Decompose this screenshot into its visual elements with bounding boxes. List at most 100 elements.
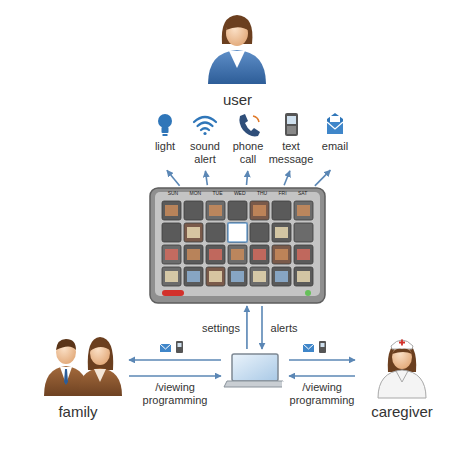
pill-cell bbox=[162, 245, 181, 264]
phone-icon bbox=[239, 114, 260, 136]
pill-cell bbox=[162, 267, 181, 286]
flow-arrow bbox=[284, 171, 290, 185]
pill-cell bbox=[228, 245, 247, 264]
caregiver-node: caregiver bbox=[358, 334, 446, 422]
edge-label: /viewing programming bbox=[135, 381, 215, 406]
node-label: text message bbox=[264, 140, 318, 165]
pill-picture bbox=[297, 205, 310, 216]
day-label: FRI bbox=[278, 191, 286, 196]
node-label: phone call bbox=[223, 140, 273, 165]
day-label: SAT bbox=[298, 191, 307, 196]
user-figure bbox=[208, 15, 266, 84]
pill-cell bbox=[272, 245, 291, 264]
pill-picture bbox=[253, 205, 266, 216]
day-label: SUN bbox=[168, 191, 179, 196]
pill-picture bbox=[297, 271, 310, 282]
pill-dispenser bbox=[150, 188, 325, 303]
mobile-icon bbox=[285, 113, 298, 136]
pill-picture bbox=[253, 271, 266, 282]
pill-picture bbox=[187, 249, 200, 260]
pill-cell bbox=[294, 245, 313, 264]
light-icon bbox=[158, 114, 172, 136]
pill-cell bbox=[206, 267, 225, 286]
output-channel: text message bbox=[264, 112, 318, 168]
pill-picture bbox=[231, 249, 244, 260]
pill-picture bbox=[209, 271, 222, 282]
pill-picture bbox=[165, 249, 178, 260]
family-node: family bbox=[30, 334, 126, 422]
edge-label: /viewing programming bbox=[282, 381, 362, 406]
flow-arrow bbox=[261, 306, 263, 349]
pill-dispenser-box: SUN MON TUE WED THU FRI SAT bbox=[150, 188, 325, 303]
output-channel: email bbox=[310, 112, 360, 168]
node-label: email bbox=[322, 140, 348, 153]
output-channel: light bbox=[140, 112, 190, 168]
sound-icon bbox=[194, 117, 216, 135]
pill-cell bbox=[184, 245, 203, 264]
pill-picture bbox=[165, 271, 178, 282]
pill-cell bbox=[228, 223, 247, 242]
pill-picture bbox=[209, 205, 222, 216]
pill-cell bbox=[272, 223, 291, 242]
pill-cell bbox=[162, 223, 181, 242]
edge-label: alerts bbox=[269, 321, 300, 334]
pill-cell bbox=[206, 223, 225, 242]
flow-arrow bbox=[289, 375, 355, 377]
user-node: user bbox=[195, 6, 280, 110]
pill-cell bbox=[184, 267, 203, 286]
pill-picture bbox=[253, 249, 266, 260]
edge-label: settings bbox=[200, 321, 242, 334]
node-label: family bbox=[58, 403, 97, 420]
day-label: THU bbox=[257, 191, 267, 196]
pill-picture bbox=[209, 249, 222, 260]
pill-cell bbox=[162, 201, 181, 220]
pill-cell bbox=[250, 223, 269, 242]
laptop-box bbox=[224, 352, 286, 388]
pill-cell bbox=[294, 223, 313, 242]
pill-picture bbox=[231, 271, 244, 282]
message-icons bbox=[160, 341, 326, 353]
flow-arrow bbox=[167, 170, 180, 185]
flow-arrow bbox=[129, 359, 221, 361]
pill-picture bbox=[187, 227, 200, 238]
node-label: sound alert bbox=[180, 140, 230, 165]
pill-picture bbox=[275, 227, 288, 238]
pill-picture bbox=[275, 249, 288, 260]
node-label: light bbox=[155, 140, 175, 153]
flow-arrow bbox=[289, 359, 355, 361]
pill-picture bbox=[165, 205, 178, 216]
pill-cell bbox=[184, 223, 203, 242]
flow-arrow bbox=[129, 375, 221, 377]
email-icon bbox=[327, 113, 343, 134]
pill-cell bbox=[294, 267, 313, 286]
pill-cell bbox=[206, 245, 225, 264]
output-channel: sound alert bbox=[180, 112, 230, 168]
pill-picture bbox=[297, 249, 310, 260]
pill-cell bbox=[228, 267, 247, 286]
flow-arrow bbox=[246, 306, 248, 349]
day-label: MON bbox=[190, 191, 202, 196]
node-label: user bbox=[223, 91, 252, 108]
pill-cell bbox=[184, 201, 203, 220]
pill-cell bbox=[272, 267, 291, 286]
pill-cell bbox=[206, 201, 225, 220]
day-label: WED bbox=[234, 191, 246, 196]
pill-cell bbox=[228, 201, 247, 220]
flow-arrow bbox=[205, 171, 207, 185]
flow-arrow bbox=[315, 170, 331, 186]
flow-arrow bbox=[247, 171, 248, 185]
family-figures bbox=[44, 337, 122, 396]
pill-cell bbox=[250, 245, 269, 264]
selected-cell bbox=[228, 223, 247, 242]
pill-cell bbox=[250, 201, 269, 220]
caregiver-figure bbox=[378, 340, 426, 399]
laptop bbox=[224, 354, 286, 387]
day-label: TUE bbox=[213, 191, 223, 196]
output-channel: phone call bbox=[223, 112, 273, 168]
pill-picture bbox=[187, 271, 200, 282]
pill-picture bbox=[275, 271, 288, 282]
pill-cell bbox=[272, 201, 291, 220]
